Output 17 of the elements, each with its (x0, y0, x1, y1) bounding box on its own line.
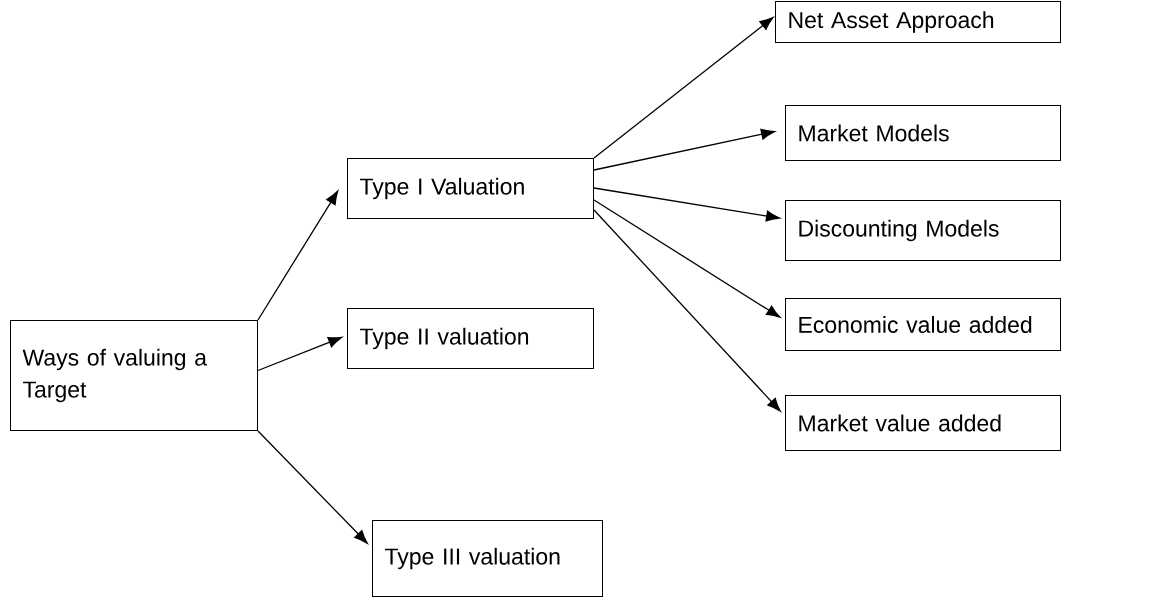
text-box: Ways of valuing a Target (10, 320, 258, 431)
text-box: Type II valuation (347, 308, 594, 369)
text-box: Net Asset Approach (775, 1, 1061, 43)
arrow (257, 430, 368, 544)
arrow (257, 336, 343, 372)
arrow (593, 199, 781, 318)
arrow (257, 190, 339, 321)
text-box: Market value added (785, 395, 1061, 451)
arrow (593, 209, 781, 412)
text-box: Type I Valuation (347, 158, 594, 219)
text-box: Discounting Models (785, 200, 1061, 261)
arrow (593, 128, 776, 171)
text-box: Economic value added (785, 298, 1061, 351)
text-box: Type III valuation (372, 520, 603, 597)
arrow (593, 17, 774, 159)
arrow (593, 187, 780, 222)
text-box: Market Models (785, 105, 1061, 161)
